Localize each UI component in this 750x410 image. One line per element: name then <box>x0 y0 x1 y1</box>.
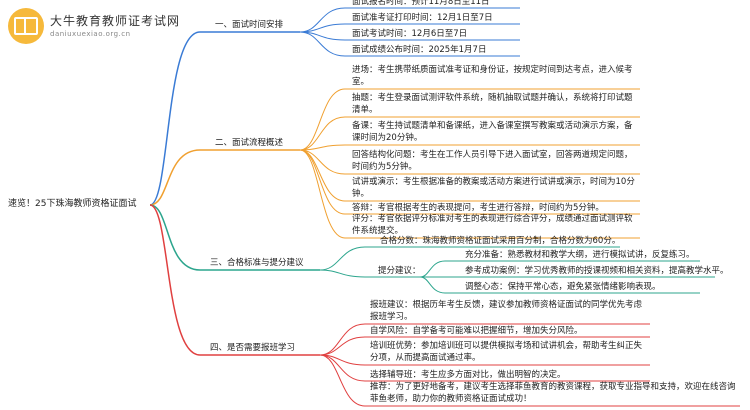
s3-advice-1: 参考成功案例：学习优秀教师的授课视频和相关资料，提高教学水平。 <box>465 266 729 276</box>
s1-item-3: 面试成绩公布时间：2025年1月7日 <box>352 45 487 55</box>
link-s1-item3 <box>299 31 520 57</box>
s3-advice-label: 提分建议： <box>378 266 421 276</box>
link-s3-advice <box>319 269 420 278</box>
s4-item-2: 培训班优势：参加培训班可以提供模拟考场和试讲机会，帮助考生纠正失分项，从而提高面… <box>370 341 643 363</box>
link-s1-item1 <box>299 23 520 33</box>
section-title-2: 二、面试流程概述 <box>215 138 284 148</box>
link-advice-2 <box>419 276 700 294</box>
s4-item-3: 选择辅导班：考生应多方面对比，做出明智的决定。 <box>370 370 566 380</box>
s4-item-0: 报班建议：根据历年考生反馈，建议参加教师资格证面试的同学优先考虑报班学习。 <box>370 300 643 322</box>
link-s2-item2 <box>299 144 640 151</box>
link-root-s2 <box>149 149 300 206</box>
s1-item-1: 面试准考证打印时间：12月1日至7日 <box>352 13 493 23</box>
link-s4-item1 <box>319 336 650 356</box>
s2-item-3: 回答结构化问题：考生在工作人员引导下进入面试室，回答两道规定问题，时间约为5分钟… <box>352 150 633 172</box>
s1-item-0: 面试报名时间：预计11月8日至11日 <box>352 0 490 7</box>
link-root-s4 <box>149 204 320 356</box>
s3-advice-0: 充分准备：熟悉教材和教学大纲，进行模拟试讲，反复练习。 <box>465 250 695 260</box>
link-s2-item6 <box>299 149 640 239</box>
link-advice-0 <box>419 260 700 278</box>
section-title-4: 四、是否需要报班学习 <box>210 343 296 353</box>
root-node: 速览！25下珠海教师资格证面试 <box>8 199 137 209</box>
link-s2-item0 <box>299 88 640 151</box>
s2-item-1: 抽题：考生登录面试测评软件系统，随机抽取试题并确认，系统将打印试题清单。 <box>352 93 633 115</box>
section-title-1: 一、面试时间安排 <box>215 20 284 30</box>
link-s3-pass <box>319 246 620 271</box>
link-s4-item4 <box>319 354 740 407</box>
s4-item-4: 推荐：为了更好地备考，建议考生选择菲鱼教育的教资课程，获取专业指导和支持，欢迎在… <box>370 382 736 404</box>
link-s2-item3 <box>299 149 640 175</box>
link-root-s1 <box>149 31 300 206</box>
s4-item-1: 自学风险：自学备考可能难以把握细节，增加失分风险。 <box>370 326 583 336</box>
link-root-s3 <box>149 204 320 271</box>
s2-item-2: 备课：考生持试题清单和备课纸，进入备课室撰写教案或活动演示方案，备课时间为20分… <box>352 121 633 143</box>
s1-item-2: 面试考试时间：12月6日至7日 <box>352 29 468 39</box>
s2-item-4: 试讲或演示：考生根据准备的教案或活动方案进行试讲或演示，时间为10分钟。 <box>352 177 635 199</box>
s3-pass-score: 合格分数：珠海教师资格证面试采用百分制，合格分数为60分。 <box>380 236 621 246</box>
brand-url: daniuxuexiao.org.cn <box>50 30 131 38</box>
book-icon <box>14 17 38 35</box>
s2-item-0: 进场：考生携带纸质面试准考证和身份证，按规定时间到达考点，进入候考室。 <box>352 65 633 87</box>
link-s4-item3 <box>319 354 650 382</box>
link-s2-item1 <box>299 116 640 151</box>
s3-advice-2: 调整心态：保持平常心态，避免紧张情绪影响表现。 <box>465 282 661 292</box>
brand-logo <box>8 8 44 44</box>
s2-item-5: 答辩：考官根据考生的表现提问，考生进行答辩，时间约为5分钟。 <box>352 203 604 213</box>
s2-item-6: 评分：考官依据评分标准对考生的表现进行综合评分，成绩通过面试测评软件系统提交。 <box>352 214 633 236</box>
section-title-3: 三、合格标准与提分建议 <box>210 258 304 268</box>
brand-name: 大牛教育教师证考试网 <box>50 14 181 28</box>
